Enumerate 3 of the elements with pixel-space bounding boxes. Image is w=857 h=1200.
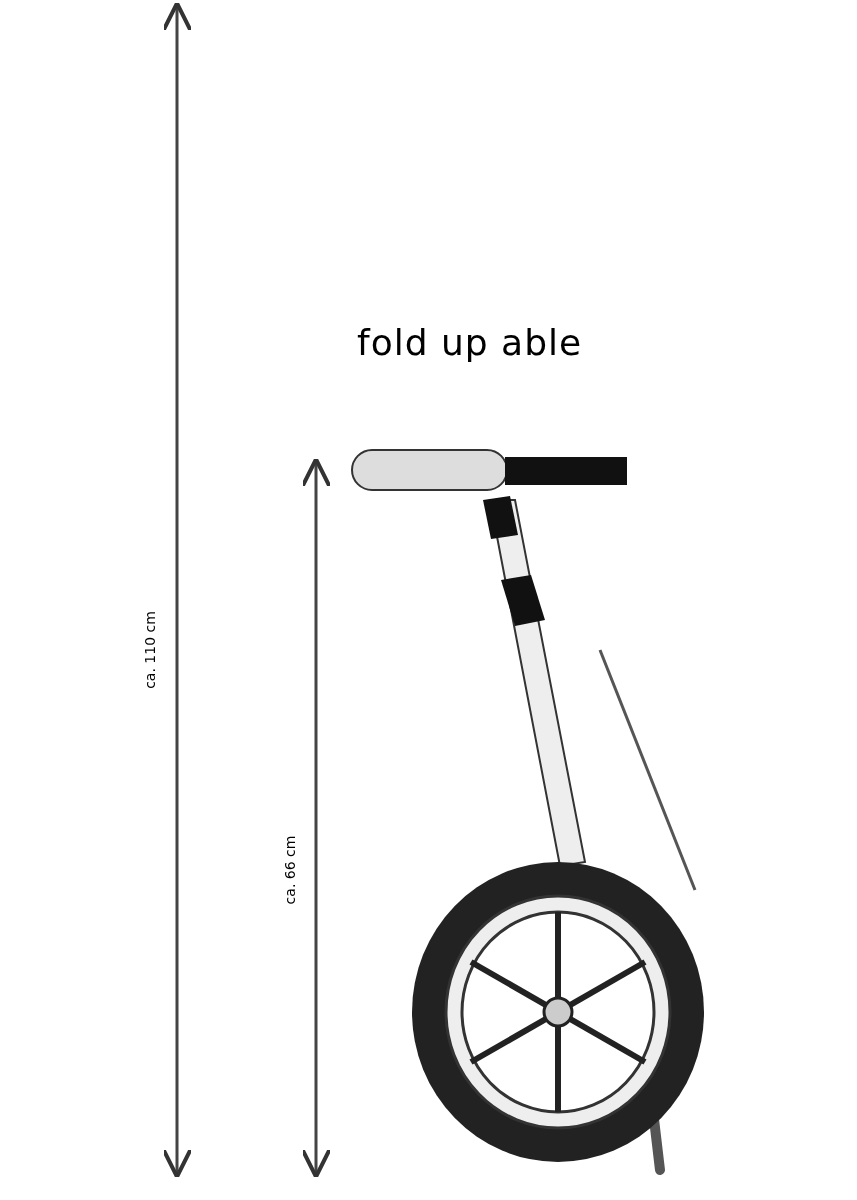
dimension-label: ca. 66 cm: [281, 835, 298, 905]
dimension-label: ca. 110 cm: [141, 611, 158, 689]
note-text: fold up able: [357, 322, 583, 363]
